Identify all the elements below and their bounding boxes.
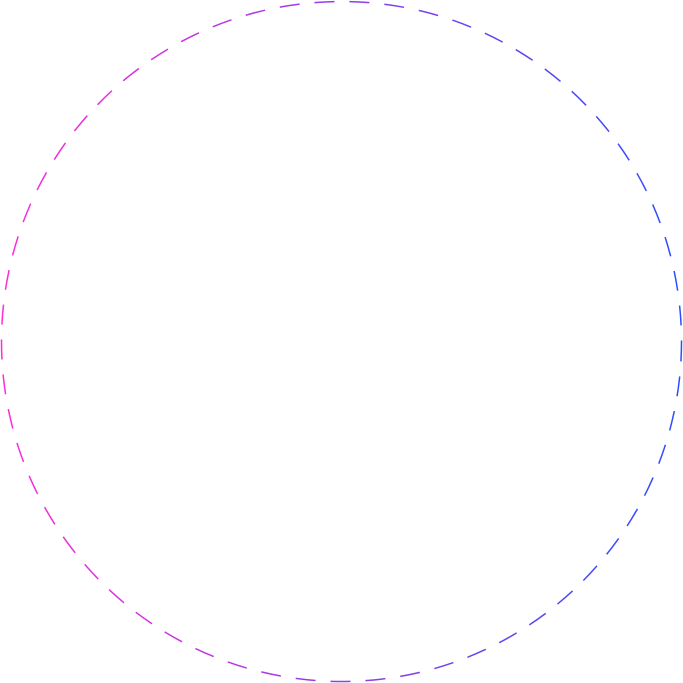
dashed-circle [0,0,683,683]
dashed-circle-diagram [0,0,683,683]
